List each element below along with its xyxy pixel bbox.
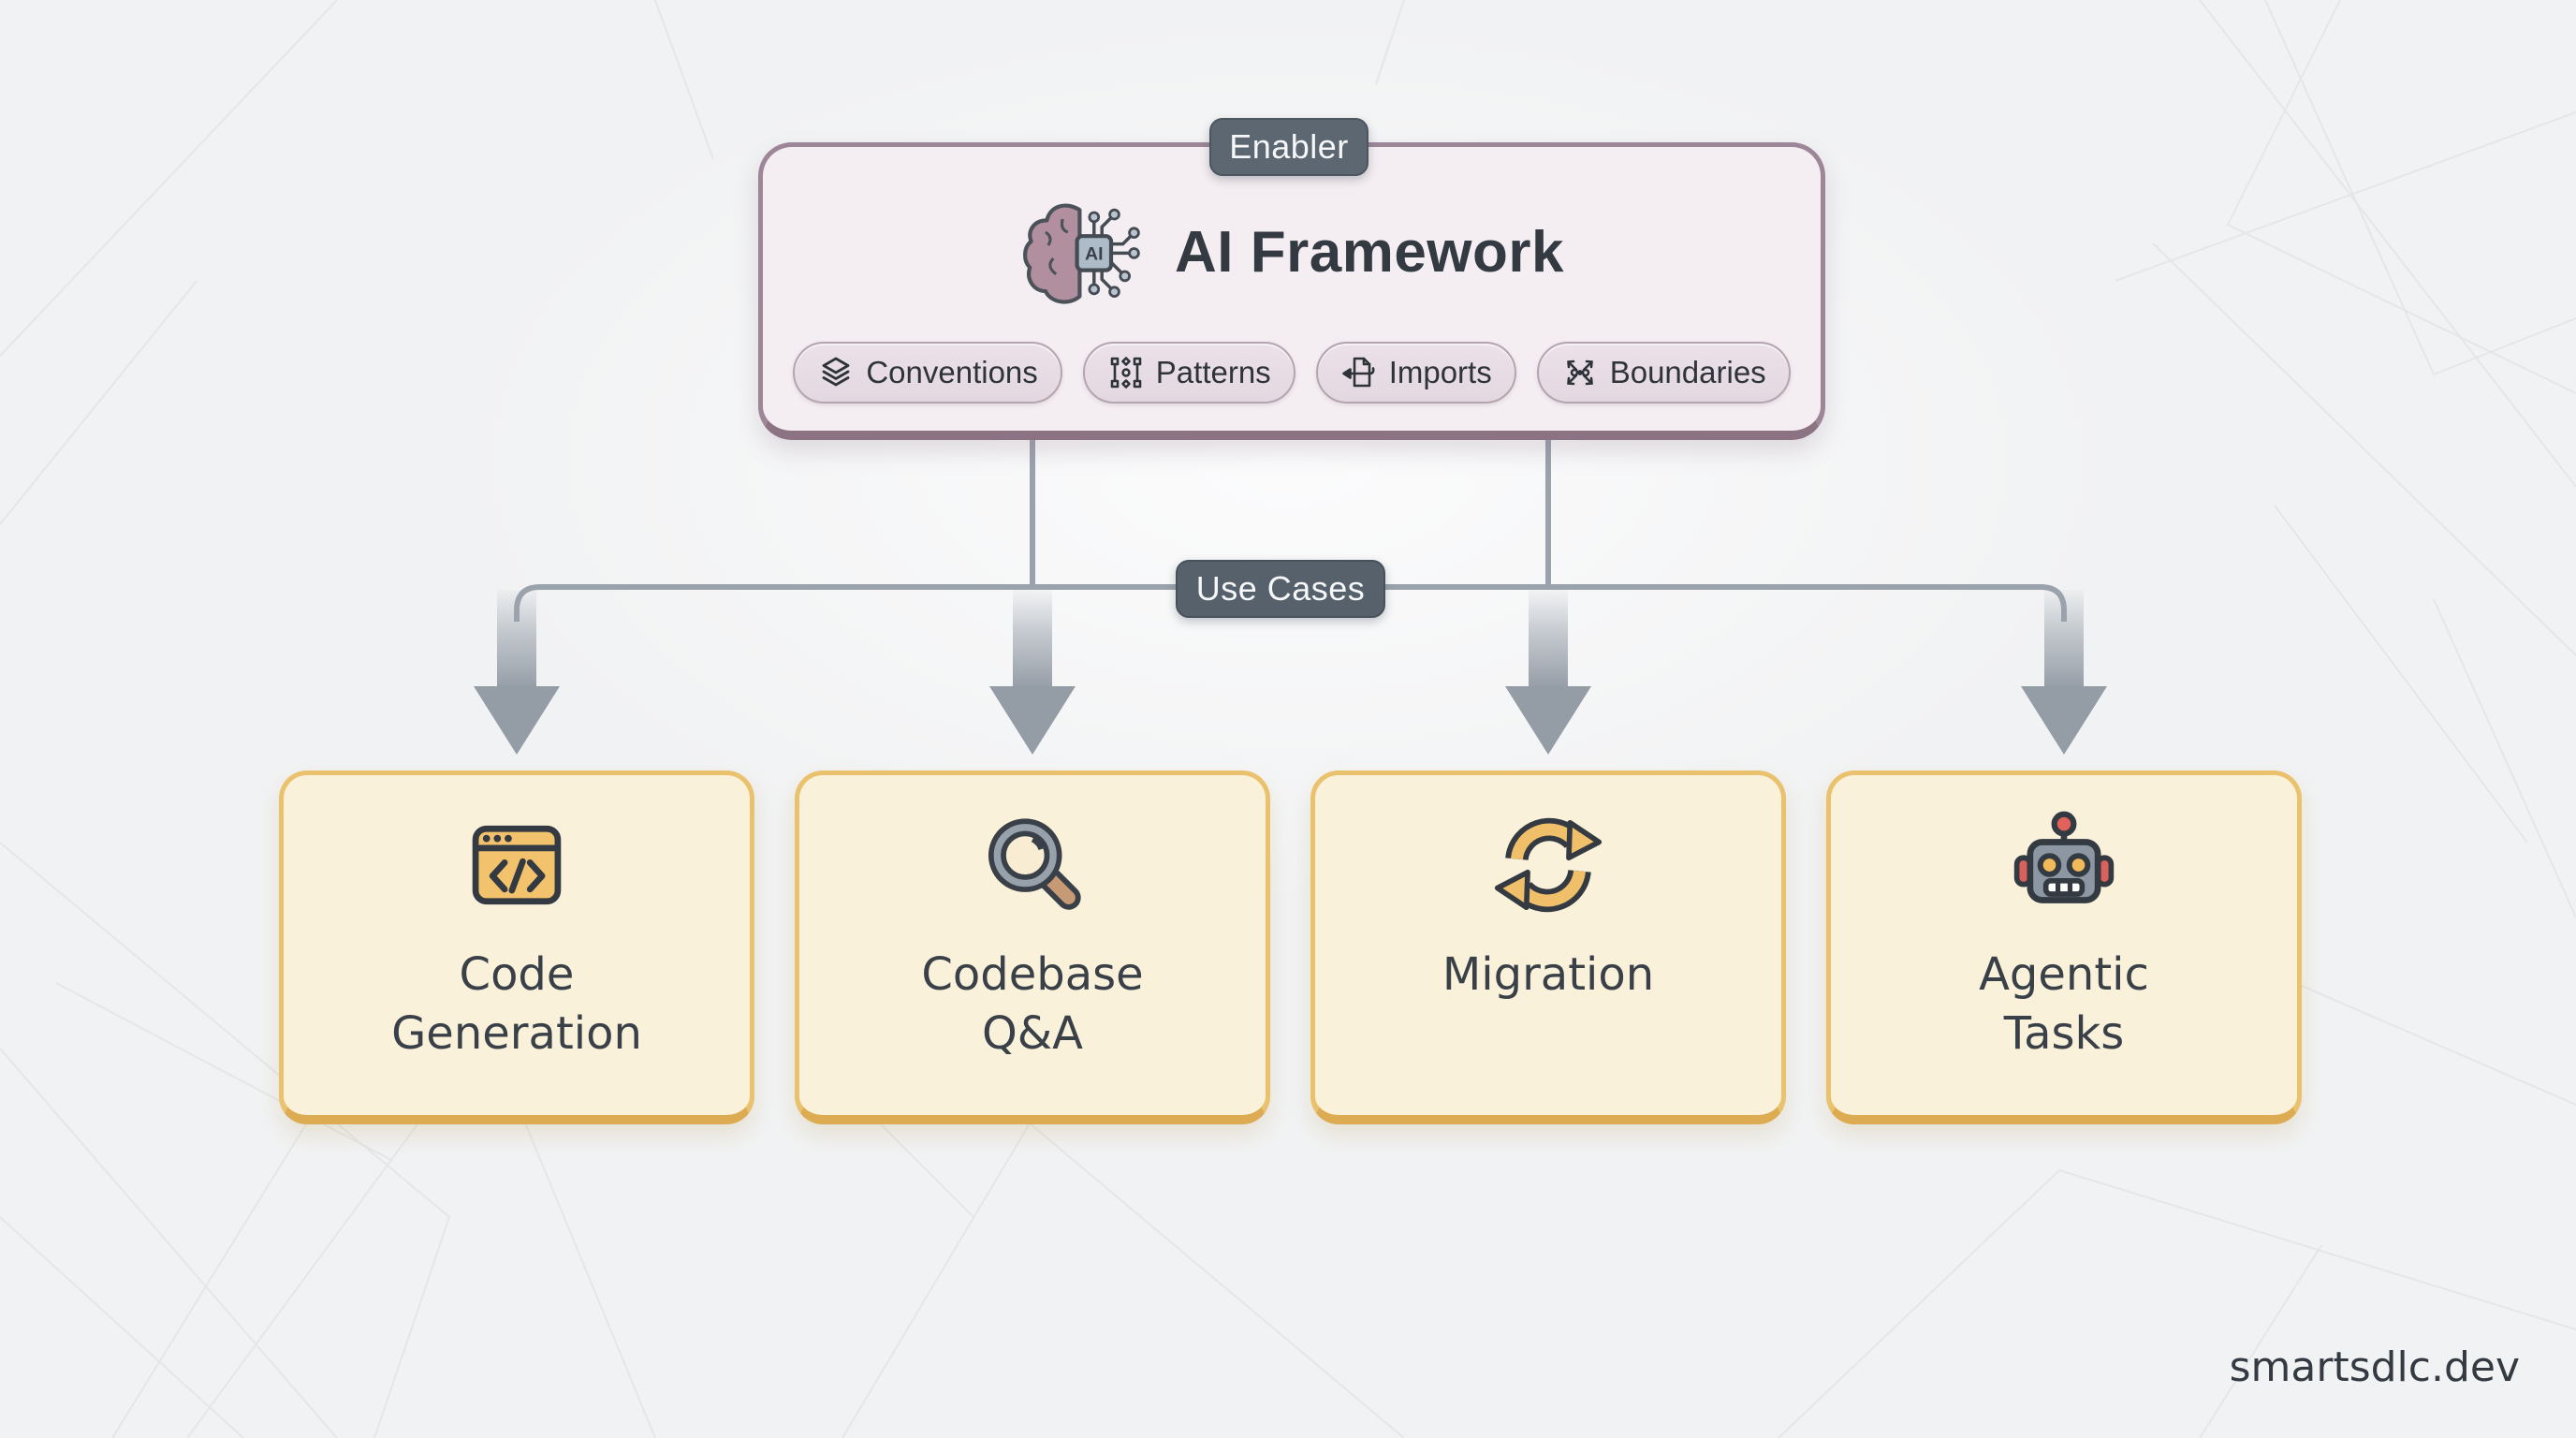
magnifier-icon [988, 818, 1081, 910]
use-case-label: Migration [1442, 948, 1655, 1001]
footer-brand: smartsdlc.dev [2229, 1343, 2520, 1391]
enabler-title: AI Framework [1174, 219, 1565, 285]
chip-label: Imports [1388, 355, 1492, 389]
layers-icon [822, 357, 850, 387]
use-case-label: Code Generation [391, 948, 642, 1061]
boundaries-icon [1566, 360, 1593, 386]
use-case-card-migration: Migration [1310, 770, 1786, 1124]
chip-label: Boundaries [1609, 355, 1766, 389]
chip-boundaries: Boundaries [1536, 342, 1791, 404]
use-case-label: Codebase Q&A [921, 948, 1144, 1061]
use-case-card-code-generation: Code Generation [279, 770, 754, 1124]
chip-label: Conventions [866, 355, 1038, 389]
chip-patterns: Patterns [1082, 342, 1295, 404]
svg-text:AI: AI [1085, 243, 1104, 264]
chip-label: Patterns [1155, 355, 1271, 389]
enabler-chip-row: Conventions Patterns [793, 342, 1791, 404]
pattern-nodes-icon [1110, 357, 1142, 389]
use-case-card-agentic-tasks: Agentic Tasks [1826, 770, 2302, 1124]
use-cases-badge: Use Cases [1176, 560, 1385, 618]
use-case-label: Agentic Tasks [1979, 948, 2149, 1061]
enabler-card: AI AI Framework Conventions [758, 142, 1825, 440]
robot-icon [2013, 811, 2115, 903]
use-case-card-codebase-qa: Codebase Q&A [795, 770, 1270, 1124]
sync-arrows-icon [1494, 817, 1603, 913]
file-import-icon [1341, 357, 1375, 388]
enabler-header: AI AI Framework [1019, 184, 1564, 319]
chip-imports: Imports [1315, 342, 1516, 404]
brain-ai-chip-icon: AI [1023, 203, 1140, 304]
code-window-icon [472, 825, 562, 905]
enabler-badge: Enabler [1209, 118, 1368, 176]
chip-conventions: Conventions [793, 342, 1062, 404]
